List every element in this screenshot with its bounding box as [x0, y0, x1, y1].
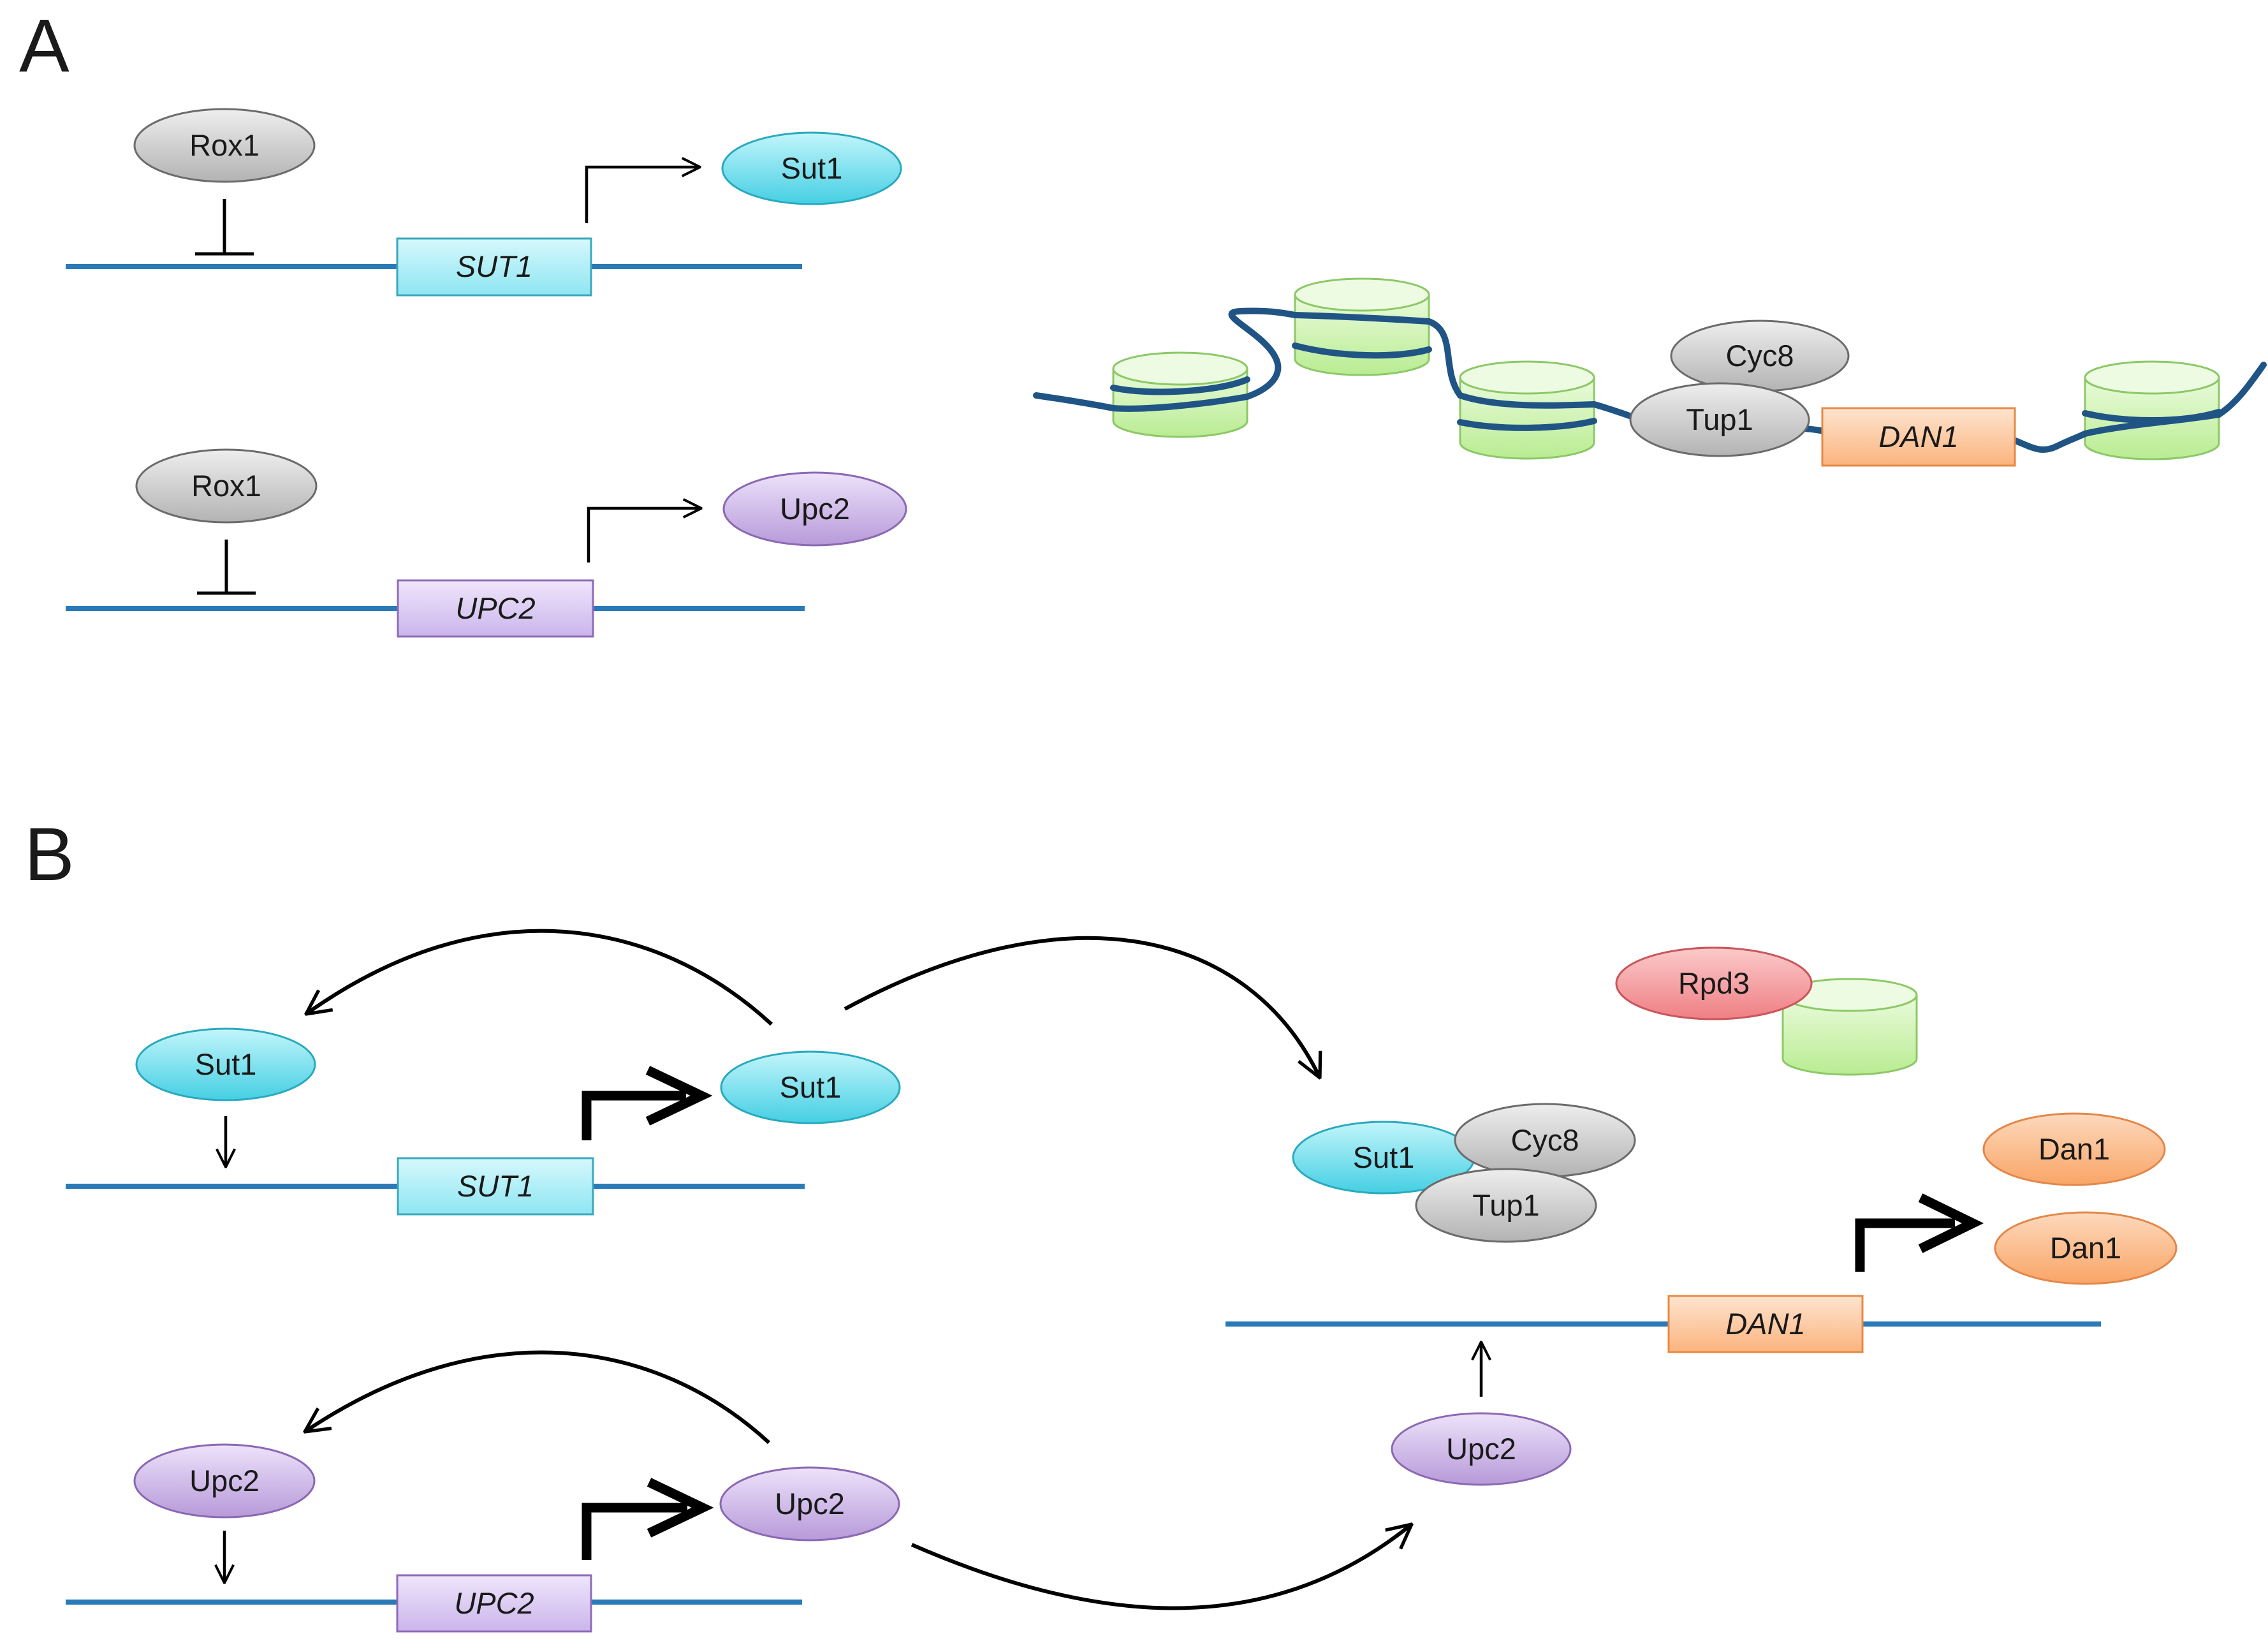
nucleosome-3 — [1459, 360, 1595, 460]
dan1-protein-top — [1982, 1112, 2166, 1186]
sut1-gene-label-a: SUT1 — [456, 249, 532, 283]
upc2-gene-box-b — [396, 1574, 592, 1633]
strong-transcription-arrow-upc2 — [582, 1503, 687, 1560]
sut1-label-b-left: Sut1 — [195, 1047, 257, 1081]
tup1-label-a: Tup1 — [1686, 402, 1753, 436]
dan1-gene-box-b — [1667, 1295, 1864, 1353]
nucleosome-wrap-2 — [1292, 342, 1432, 359]
rpd3-protein-front — [1615, 946, 1813, 1020]
dan1-label-top: Dan1 — [2038, 1132, 2110, 1166]
cyc8-label-b: Cyc8 — [1511, 1123, 1579, 1157]
free-nucleosome — [1781, 978, 1918, 1076]
sut1-gene-box-a — [396, 237, 592, 297]
curve-upc2-to-dan1 — [911, 1524, 1412, 1610]
strong-arrow-head-dan1 — [1918, 1193, 1984, 1253]
repression-bar-top — [195, 199, 254, 256]
upc2-label-b-bound: Upc2 — [1446, 1432, 1516, 1466]
upc2-protein-a — [722, 471, 907, 547]
dan1-gene-label-a: DAN1 — [1878, 420, 1958, 453]
upc2-label-b-product: Upc2 — [775, 1487, 845, 1520]
sut1-protein-b-left — [135, 1027, 316, 1101]
sut1-complex-label: Sut1 — [1353, 1140, 1415, 1174]
curve-sut1-to-dan1 — [844, 936, 1320, 1078]
tup1-label-b: Tup1 — [1472, 1188, 1539, 1222]
upc2-protein-b-left — [133, 1443, 316, 1519]
feedback-curve-sut1 — [306, 929, 773, 1026]
panel-label-b: B — [24, 813, 75, 897]
strong-transcription-arrow-dan1 — [1855, 1218, 1955, 1272]
repression-bar-bottom — [197, 540, 256, 595]
sut1-gene-label-b: SUT1 — [457, 1169, 534, 1203]
transcription-arrow-sut1-a — [585, 167, 700, 223]
rox1-label-bottom: Rox1 — [191, 469, 261, 503]
dan1-gene-box-a — [1821, 407, 2016, 467]
tup1-protein-a — [1629, 382, 1810, 457]
dan1-gene-label-b: DAN1 — [1725, 1307, 1805, 1341]
tup1-protein-b — [1415, 1168, 1597, 1243]
panel-label-a: A — [19, 4, 70, 88]
upc2-gene-label-b: UPC2 — [454, 1586, 534, 1620]
rox1-protein-bottom — [135, 448, 318, 524]
sut1-protein-b-product — [720, 1050, 901, 1124]
nucleosome-2 — [1294, 277, 1430, 376]
upc2-label-b-left: Upc2 — [189, 1464, 260, 1497]
nucleosome-wrap-4 — [2082, 409, 2222, 423]
nucleosome-wrap-1 — [1110, 376, 1250, 395]
dan1-label-bottom: Dan1 — [2050, 1231, 2121, 1265]
upc2-gene-label-a: UPC2 — [455, 591, 535, 625]
strong-transcription-arrow-sut1 — [582, 1091, 686, 1140]
nucleosome-1 — [1112, 351, 1248, 438]
sut1-protein-a — [721, 131, 902, 205]
strong-arrow-head-sut1 — [645, 1066, 713, 1126]
rox1-label-top: Rox1 — [189, 128, 260, 162]
rpd3-label: Rpd3 — [1678, 966, 1750, 1000]
upc2-gene-box-a — [397, 579, 594, 638]
upc2-protein-b-bound — [1391, 1412, 1572, 1486]
sut1-label-a: Sut1 — [781, 151, 843, 185]
rox1-protein-top — [133, 108, 316, 183]
sut1-gene-box-b — [397, 1157, 594, 1216]
nucleosome-wrap-3 — [1457, 418, 1597, 431]
upc2-protein-b-product — [719, 1466, 900, 1541]
cyc8-label-a: Cyc8 — [1725, 339, 1794, 372]
nucleosome-4 — [2084, 360, 2220, 460]
feedback-curve-upc2 — [305, 1350, 771, 1445]
sut1-label-b-product: Sut1 — [780, 1070, 842, 1104]
chromatin-fiber-right — [2010, 362, 2267, 453]
transcription-arrow-upc2-a — [587, 508, 701, 563]
strong-arrow-head-upc2 — [647, 1478, 714, 1538]
dan1-protein-bottom — [1994, 1211, 2177, 1285]
upc2-label-a: Upc2 — [780, 492, 850, 526]
